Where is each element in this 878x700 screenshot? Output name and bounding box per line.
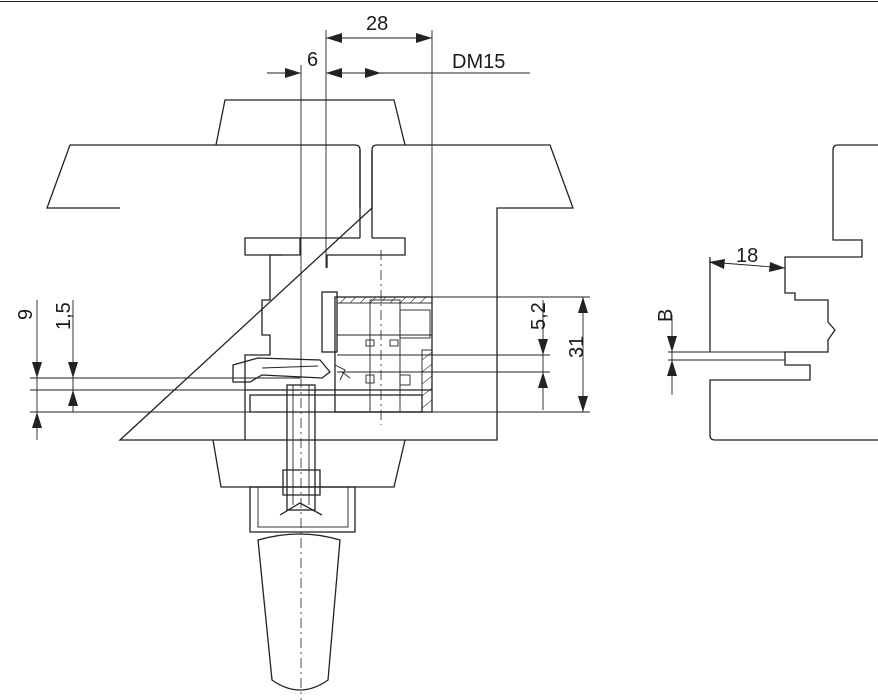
dim-label-b: B <box>655 309 677 322</box>
lock-plug <box>399 309 431 339</box>
dim-label-18: 18 <box>736 245 758 267</box>
side-dimensions: 18 B <box>655 245 786 395</box>
top-cap-outline <box>215 99 406 146</box>
screw-head <box>279 469 323 516</box>
handle-outline <box>257 533 341 691</box>
arrow-b-top <box>667 336 677 352</box>
dim-label-6: 6 <box>307 49 318 71</box>
stem-inner <box>257 486 349 528</box>
dim-label-9: 9 <box>15 309 37 320</box>
side-view <box>709 144 878 441</box>
flange-outline <box>46 144 574 441</box>
dim-label-1-5: 1,5 <box>53 302 75 330</box>
arrow-b-bottom <box>667 360 677 376</box>
pin-4 <box>399 374 411 386</box>
dim-label-dm15: DM15 <box>452 51 505 73</box>
inner-left-teeth <box>244 254 282 440</box>
housing-top-wall <box>336 296 433 304</box>
arrow-1-5-top <box>68 362 78 378</box>
front-view <box>46 99 574 700</box>
arrow-18-right <box>769 262 785 272</box>
arrow-5-2-bottom <box>538 372 548 388</box>
arrow-28-right <box>416 33 432 43</box>
arrow-dm15 <box>365 68 381 78</box>
latch-inner <box>261 364 351 381</box>
arrow-1-5-bottom <box>68 390 78 406</box>
hatching <box>339 296 433 409</box>
arrow-9-bottom <box>32 412 42 428</box>
front-dimensions: 28 6 DM15 9 1,5 5,2 <box>15 13 590 440</box>
side-outline <box>709 144 878 441</box>
arrow-9-top <box>32 362 42 378</box>
pin-1 <box>365 339 375 347</box>
dim-label-5-2: 5,2 <box>528 302 550 330</box>
arrow-5-2-top <box>538 339 548 355</box>
arrow-31-bottom <box>578 396 588 412</box>
arrow-28-left <box>326 33 342 43</box>
dim-label-28: 28 <box>366 13 388 35</box>
arrow-31-top <box>578 297 588 313</box>
lock-cam <box>321 291 338 353</box>
arrow-6-right <box>326 68 342 78</box>
arrow-6-left <box>285 68 301 78</box>
arrow-18-left <box>709 259 725 269</box>
housing-side-wall <box>421 349 433 413</box>
pin-2 <box>389 339 399 347</box>
pin-3 <box>365 374 375 384</box>
latch-tongue <box>232 357 331 383</box>
base-plate <box>249 394 423 413</box>
dim-label-31: 31 <box>566 336 588 358</box>
